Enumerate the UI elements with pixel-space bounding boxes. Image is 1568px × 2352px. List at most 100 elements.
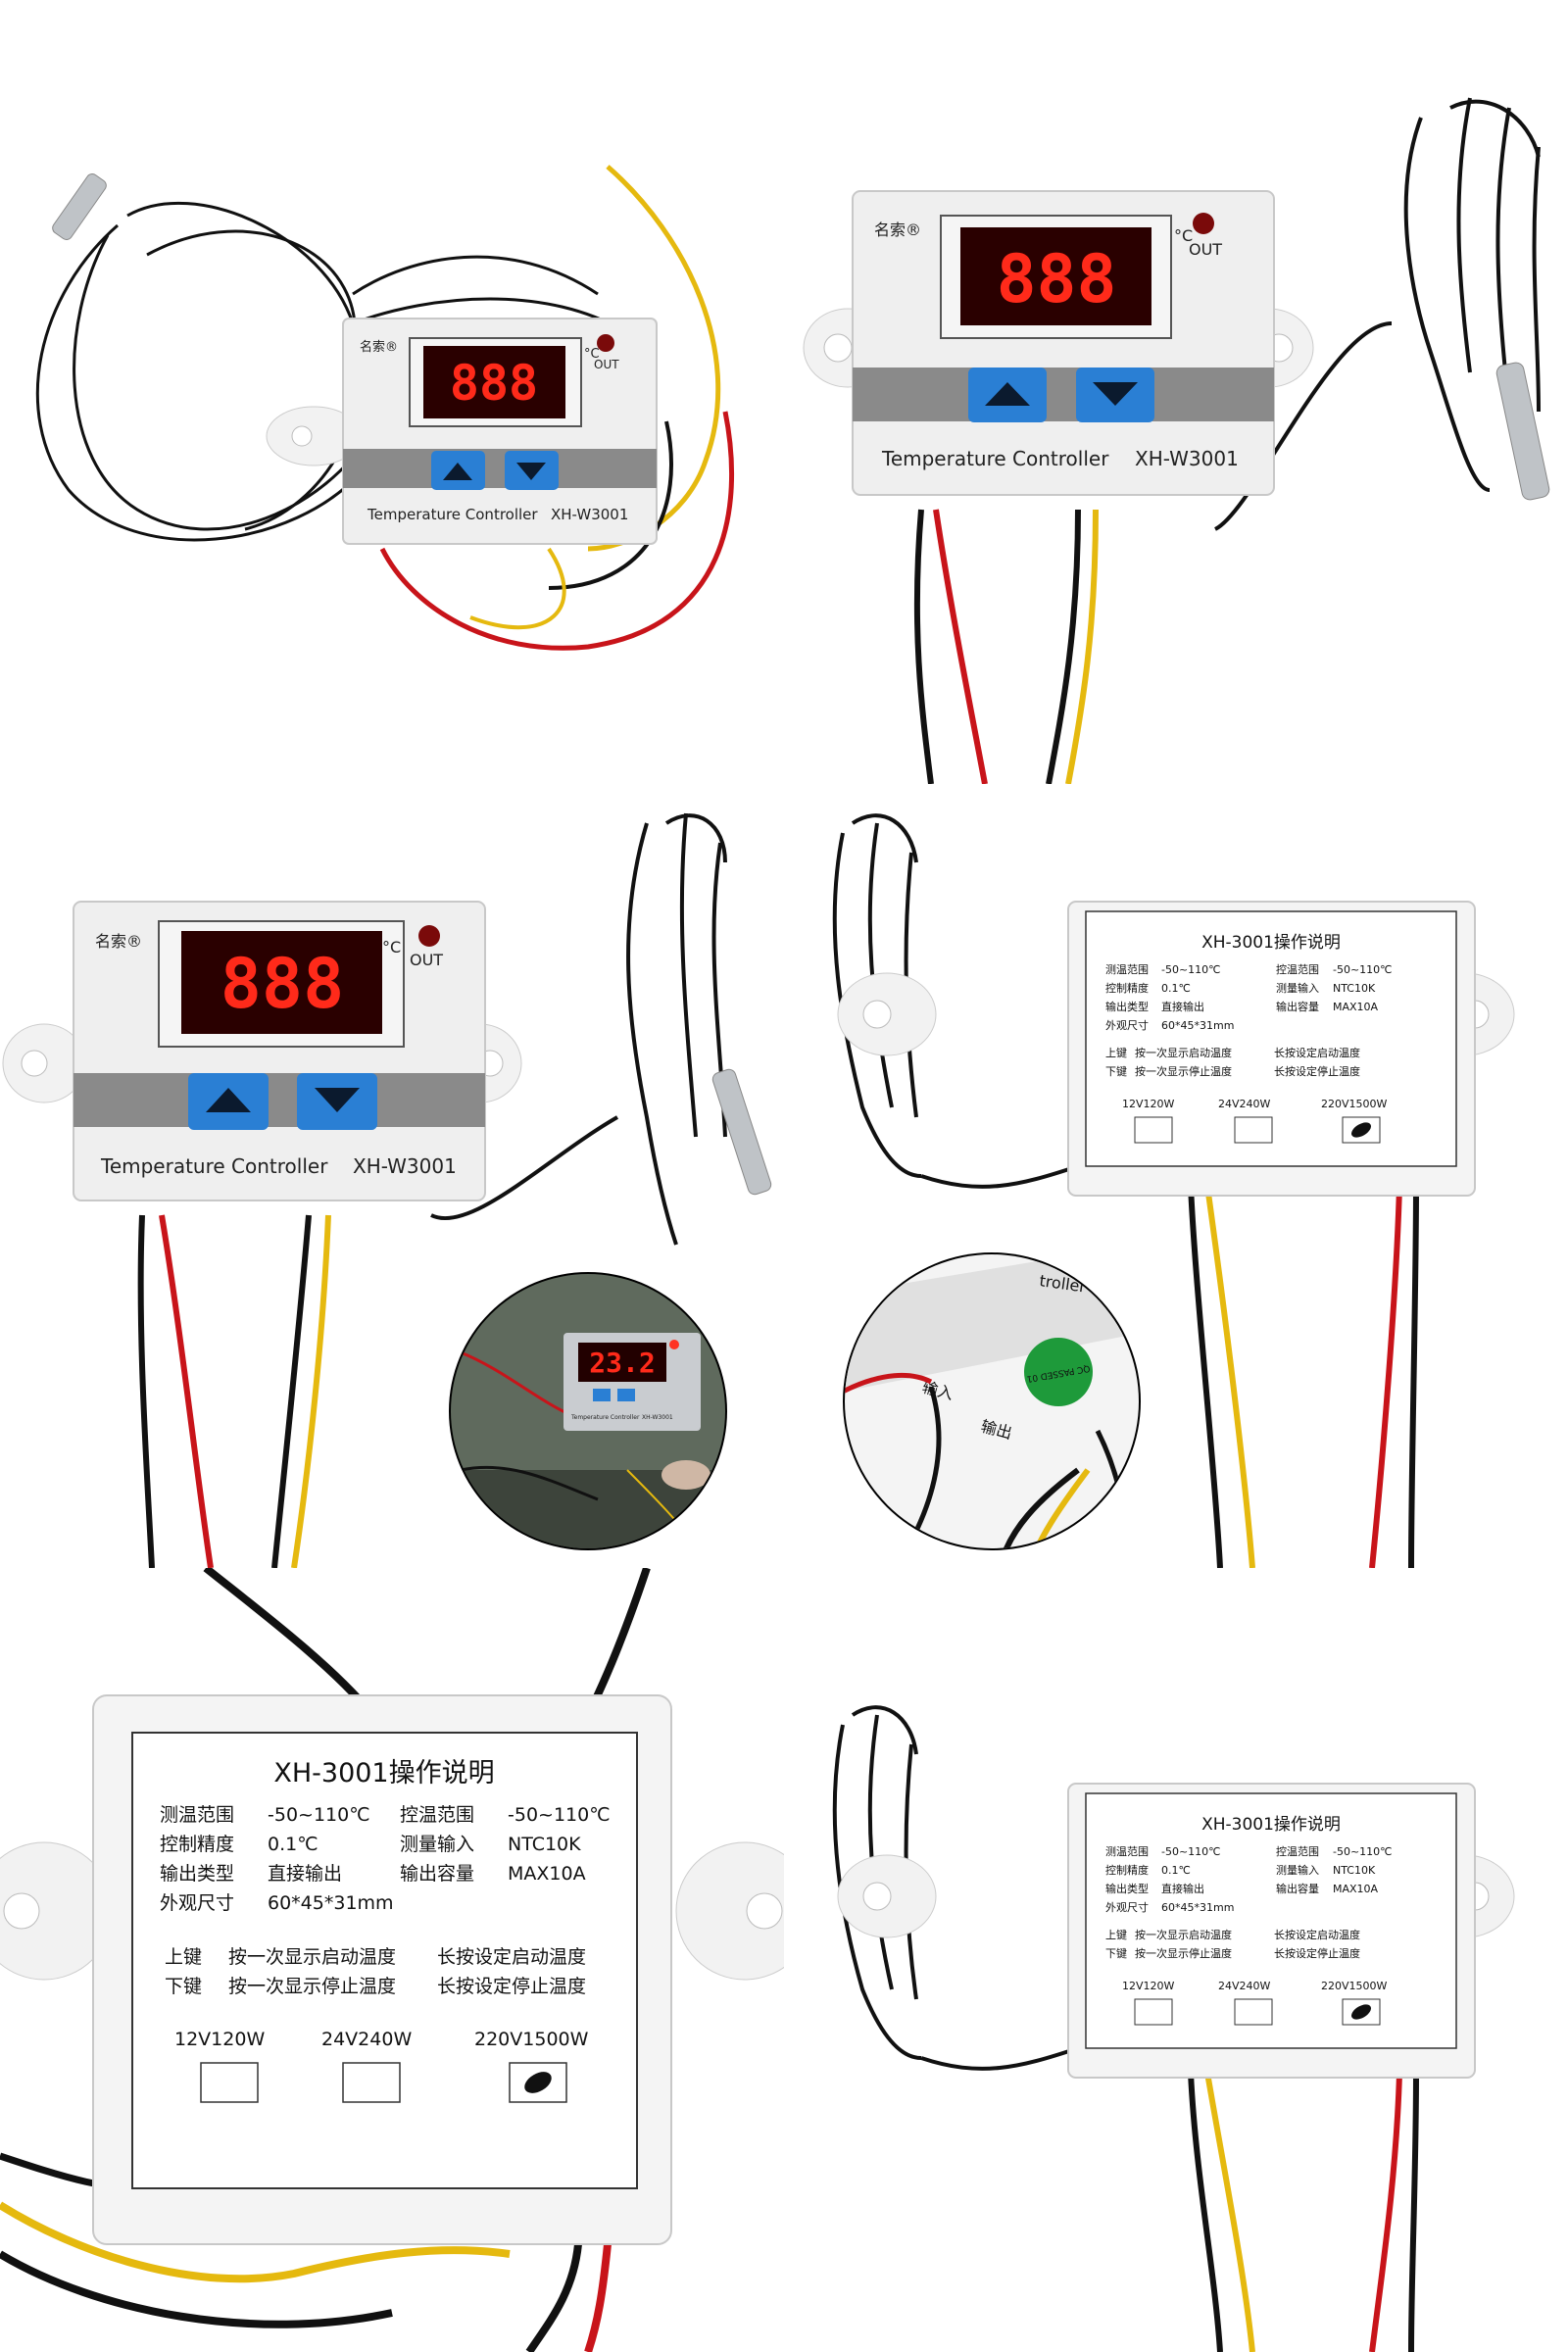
closeup-display: 23.2 xyxy=(589,1347,655,1379)
key-action: 按一次显示启动温度 xyxy=(228,1946,396,1968)
spec-key: 测温范围 xyxy=(1105,962,1149,976)
option-checkbox xyxy=(1134,1116,1173,1144)
closeup-inset-side-labels: troller QC PASSED 01 输入 输出 xyxy=(843,1252,1141,1550)
down-arrow-icon xyxy=(1093,382,1138,406)
key-action: 按一次显示停止温度 xyxy=(228,1976,396,1997)
model-label: XH-W3001 xyxy=(353,1154,457,1178)
spec-key: 控温范围 xyxy=(400,1804,474,1826)
option-label: 24V240W xyxy=(321,2029,412,2050)
key-action: 按一次显示启动温度 xyxy=(1135,1046,1232,1059)
spec-value: MAX10A xyxy=(1333,1001,1379,1013)
spec-value: 0.1℃ xyxy=(1161,1864,1191,1877)
spec-value: MAX10A xyxy=(1333,1883,1379,1895)
lcd-display: 888 xyxy=(450,355,538,412)
unit-label: °C xyxy=(382,938,401,956)
option-label: 12V120W xyxy=(1122,1980,1175,1992)
spec-key: 测温范围 xyxy=(1105,1844,1149,1858)
option-label: 24V240W xyxy=(1218,1980,1271,1992)
spec-value: 直接输出 xyxy=(1161,1882,1204,1895)
spec-key: 外观尺寸 xyxy=(160,1892,234,1914)
up-arrow-icon xyxy=(985,382,1030,406)
controller-body: 888 名索® °C OUT Temperature Controller XH… xyxy=(852,190,1275,496)
key-action: 长按设定启动温度 xyxy=(437,1946,586,1968)
model-label: XH-W3001 xyxy=(551,506,628,523)
option-label: 220V1500W xyxy=(1321,1980,1388,1992)
up-arrow-icon xyxy=(206,1088,251,1112)
spec-key: 外观尺寸 xyxy=(1105,1900,1149,1914)
wire-yellow xyxy=(1204,1185,1255,1568)
lcd-display: 888 xyxy=(220,944,344,1024)
model-label: XH-W3001 xyxy=(1135,447,1239,470)
down-arrow-icon xyxy=(315,1088,360,1112)
up-arrow-icon xyxy=(443,463,472,480)
key-action: 长按设定启动温度 xyxy=(1274,1928,1360,1941)
spec-key: 输出类型 xyxy=(1105,1882,1149,1895)
spec-value: 0.1℃ xyxy=(1161,982,1191,995)
spec-value: -50~110℃ xyxy=(508,1804,611,1826)
label-heading: XH-3001操作说明 xyxy=(1201,933,1341,953)
spec-value: NTC10K xyxy=(1333,982,1376,995)
option-checkbox xyxy=(342,2062,401,2103)
option-label: 12V120W xyxy=(1122,1098,1175,1110)
option-checkbox xyxy=(1342,1998,1381,2026)
spec-value: 60*45*31mm xyxy=(268,1892,394,1914)
spec-key: 外观尺寸 xyxy=(1105,1018,1149,1032)
photo-controller-with-inset: 888 名索® °C OUT Temperature Controller XH… xyxy=(0,784,784,1568)
spec-value: 直接输出 xyxy=(1161,1000,1204,1013)
key-action: 按一次显示停止温度 xyxy=(1135,1064,1232,1078)
spec-key: 输出容量 xyxy=(1276,1882,1319,1895)
closeup-title: Temperature Controller xyxy=(570,1414,640,1421)
spec-value: NTC10K xyxy=(1333,1864,1376,1877)
probe-tip xyxy=(52,173,107,240)
spec-value: -50~110℃ xyxy=(268,1804,370,1826)
photo-controller-front: 888 名索® °C OUT Temperature Controller XH… xyxy=(784,0,1568,784)
lcd-display: 888 xyxy=(997,241,1117,318)
spec-key: 测量输入 xyxy=(1276,1863,1319,1877)
probe-tip xyxy=(711,1068,772,1196)
spec-key: 测温范围 xyxy=(160,1804,234,1826)
out-led xyxy=(1193,213,1214,234)
photo-controller-with-wires: 888 名索® °C OUT Temperature Controller XH… xyxy=(0,0,774,784)
photo-label-closeup: XH-3001操作说明 测温范围 -50~110℃ 控温范围 -50~110℃ … xyxy=(0,1568,784,2352)
product-title: Temperature Controller xyxy=(881,447,1109,470)
controller-body: 888 名索® °C OUT Temperature Controller XH… xyxy=(73,901,486,1201)
controller-body: 888 名索® °C OUT Temperature Controller XH… xyxy=(342,318,658,545)
option-label: 24V240W xyxy=(1218,1098,1271,1110)
brand-label: 名索® xyxy=(360,339,398,355)
key-action: 长按设定停止温度 xyxy=(1274,1946,1360,1960)
spec-value: -50~110℃ xyxy=(1333,963,1393,976)
wire-red xyxy=(379,411,735,651)
option-selected-mark xyxy=(1351,2004,1371,2020)
spec-key: 控温范围 xyxy=(1276,1844,1319,1858)
key-name: 下键 xyxy=(1105,1946,1127,1960)
out-label: OUT xyxy=(410,951,443,969)
option-checkbox xyxy=(1134,1998,1173,2026)
closeup-model: XH-W3001 xyxy=(642,1414,673,1421)
spec-value: -50~110℃ xyxy=(1333,1845,1393,1858)
wire-red xyxy=(584,2243,612,2352)
option-checkbox xyxy=(1234,1998,1273,2026)
spec-value: -50~110℃ xyxy=(1161,963,1221,976)
option-checkbox xyxy=(1234,1116,1273,1144)
back-label: XH-3001操作说明 测温范围 -50~110℃ 控温范围 -50~110℃ … xyxy=(1067,901,1476,1197)
option-selected-mark xyxy=(1351,1122,1371,1138)
label-heading: XH-3001操作说明 xyxy=(273,1758,494,1788)
key-action: 长按设定启动温度 xyxy=(1274,1046,1360,1059)
product-title: Temperature Controller xyxy=(100,1154,328,1178)
wire-yellow xyxy=(1065,509,1099,784)
out-led xyxy=(418,925,440,947)
out-led xyxy=(597,334,614,352)
brand-label: 名索® xyxy=(874,220,921,239)
probe-tip xyxy=(1495,362,1550,501)
key-name: 下键 xyxy=(165,1976,202,1997)
closeup-inset-lit-display: 23.2 Temperature Controller XH-W3001 xyxy=(449,1272,727,1550)
back-label: XH-3001操作说明 测温范围 -50~110℃ 控温范围 -50~110℃ … xyxy=(92,1694,672,2245)
key-name: 上键 xyxy=(1105,1928,1127,1941)
unit-label: °C xyxy=(1174,226,1193,245)
out-label: OUT xyxy=(1189,240,1222,259)
wire-red xyxy=(933,509,988,784)
key-name: 上键 xyxy=(165,1946,202,1968)
key-action: 按一次显示停止温度 xyxy=(1135,1946,1232,1960)
qc-sticker xyxy=(1024,1338,1093,1406)
wire-yellow xyxy=(0,2201,511,2283)
